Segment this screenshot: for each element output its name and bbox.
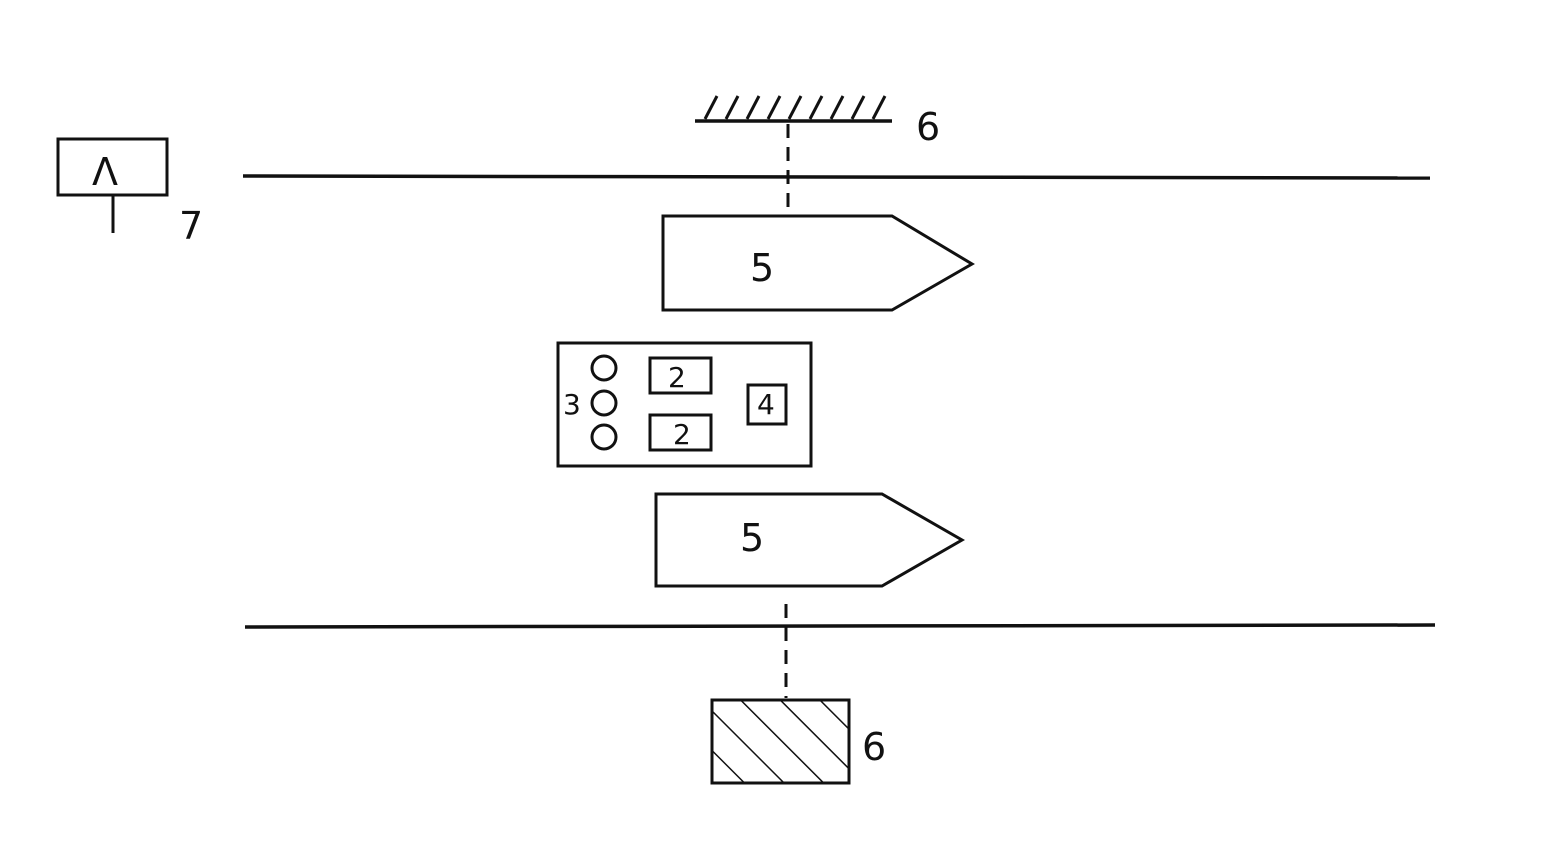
top-fixed-obstacle xyxy=(695,95,892,123)
label-lower-obstacle: 6 xyxy=(862,725,886,769)
item-box-right xyxy=(746,383,788,426)
circle-middle xyxy=(590,389,618,417)
center-unit-box xyxy=(556,341,813,468)
sign-symbol: Λ xyxy=(92,150,118,194)
item-box-lower xyxy=(648,413,713,452)
label-circles-group: 3 xyxy=(563,388,581,421)
sign-icon xyxy=(56,137,169,233)
road-lower-boundary xyxy=(244,623,1436,629)
label-sign: 7 xyxy=(179,204,203,248)
circle-bottom xyxy=(590,423,618,451)
vehicle-upper-shape xyxy=(661,214,975,312)
label-item-lower: 2 xyxy=(673,418,691,451)
label-item-upper: 2 xyxy=(668,361,686,394)
road-upper-boundary xyxy=(242,174,1431,180)
lower-obstacle-box xyxy=(710,698,851,785)
label-top-obstacle: 6 xyxy=(916,105,940,149)
item-box-upper xyxy=(648,356,713,395)
circle-top xyxy=(590,354,618,382)
label-item-right: 4 xyxy=(757,388,775,421)
vehicle-lower-shape xyxy=(654,492,966,588)
label-vehicle-upper: 5 xyxy=(750,246,774,290)
label-vehicle-lower: 5 xyxy=(740,516,764,560)
